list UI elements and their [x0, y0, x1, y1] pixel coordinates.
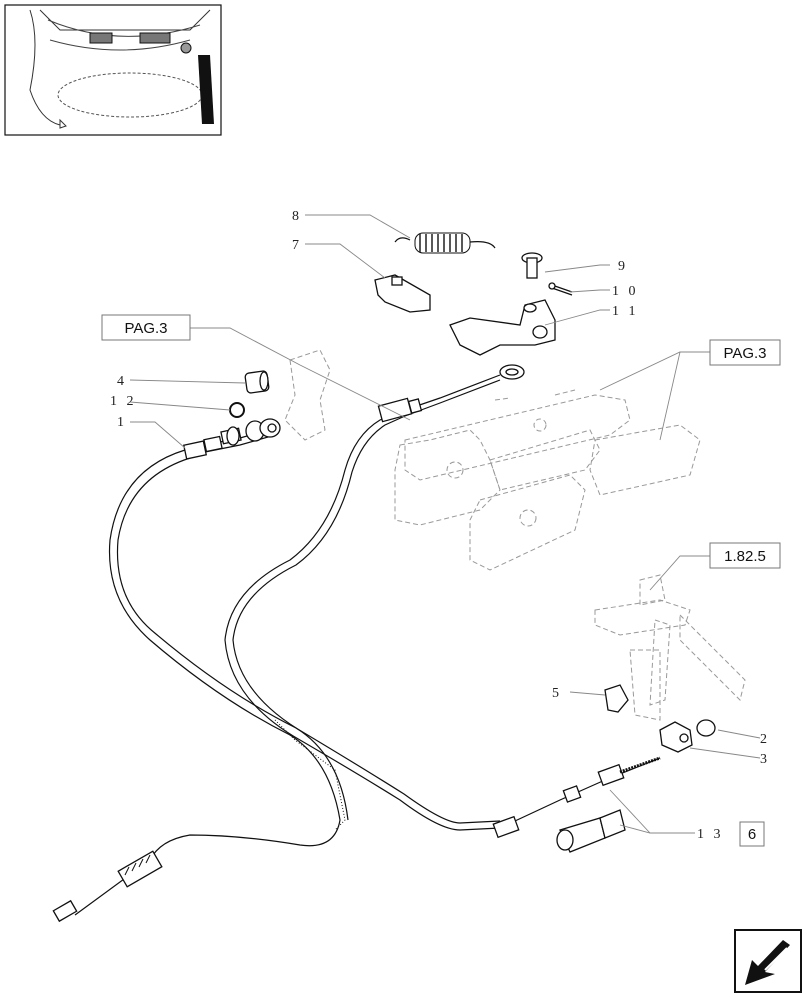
ref-label-1-82-5: 1.82.5	[724, 548, 766, 565]
part-7-lever-block	[374, 274, 431, 313]
ref-box-6[interactable]: 6	[739, 821, 765, 847]
part-3-fork	[659, 721, 693, 753]
cable-13	[224, 364, 661, 839]
ref-label-pag3-left: PAG.3	[124, 320, 167, 337]
ref-box-1-82-5[interactable]: 1.82.5	[709, 542, 781, 569]
callout-numbers: 8 7 9 1 0 1 1 4 1 2 1 5 2 3 1 3	[110, 209, 770, 842]
ref-label-6: 6	[748, 826, 756, 843]
part-4-bushing	[244, 370, 270, 394]
ref-box-pag3-right[interactable]: PAG.3	[709, 339, 781, 366]
callout-4: 4	[117, 374, 127, 389]
location-thumbnail	[4, 4, 222, 136]
ref-box-pag3-left[interactable]: PAG.3	[101, 314, 191, 341]
part-12-circlip	[229, 402, 245, 418]
cable-1	[52, 418, 349, 923]
part-8-spring	[394, 232, 496, 254]
callout-13: 1 3	[697, 827, 724, 842]
callout-5: 5	[552, 686, 562, 701]
callout-2: 2	[760, 732, 770, 747]
callout-11: 1 1	[612, 304, 639, 319]
callout-1: 1	[117, 415, 127, 430]
ref-label-pag3-right: PAG.3	[723, 345, 766, 362]
part-10-split-pin	[548, 282, 573, 296]
part-13-knob	[556, 809, 626, 853]
callout-8: 8	[292, 209, 302, 224]
callout-12: 1 2	[110, 394, 137, 409]
part-2-nut	[696, 719, 716, 737]
ghost-bracket-lower	[594, 574, 746, 721]
part-5-clip	[604, 684, 629, 713]
callout-10: 1 0	[612, 284, 639, 299]
part-11-lever	[449, 299, 556, 356]
leader-lines	[129, 214, 761, 834]
callout-3: 3	[760, 752, 770, 767]
part-9-pin	[521, 252, 543, 279]
callout-7: 7	[292, 238, 302, 253]
ghost-bracket-upper	[284, 349, 701, 571]
callout-9: 9	[618, 259, 628, 274]
next-page-arrow-icon[interactable]	[734, 929, 802, 993]
